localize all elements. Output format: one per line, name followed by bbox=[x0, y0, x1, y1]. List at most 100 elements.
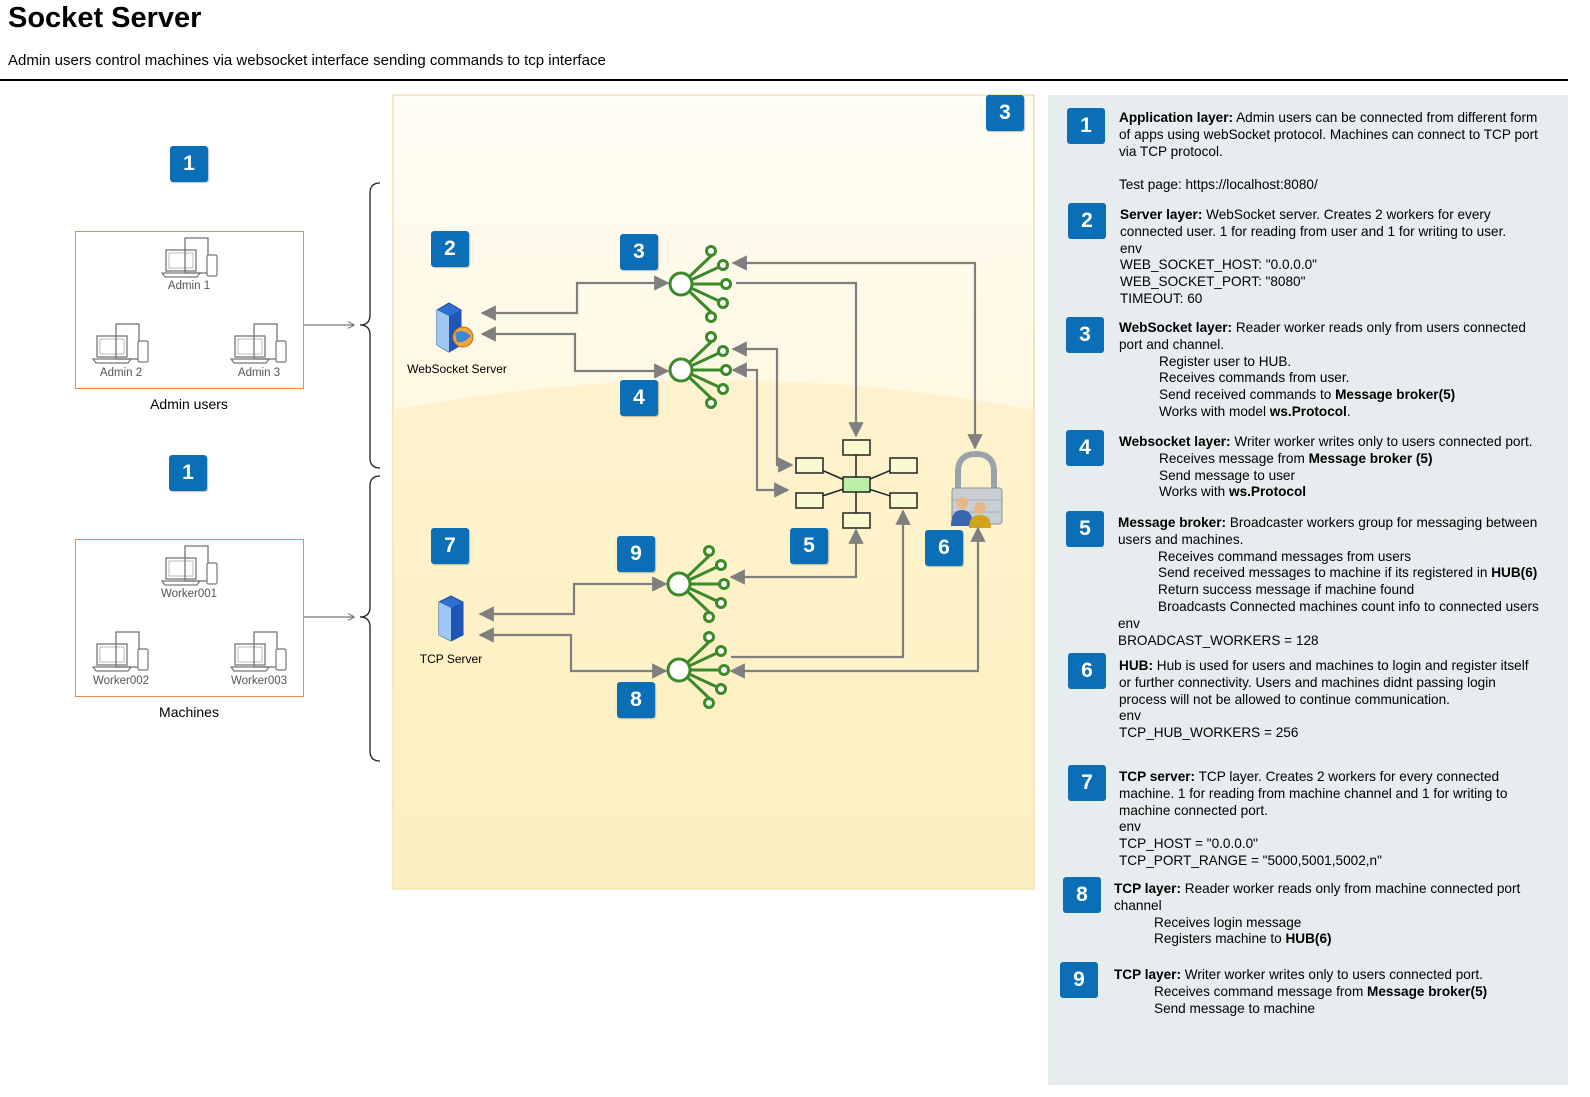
note-badge-9: 9 bbox=[1060, 962, 1098, 998]
badge-broker: 5 bbox=[790, 528, 828, 564]
device-label-worker001: Worker001 bbox=[160, 588, 218, 600]
note-line: TIMEOUT: 60 bbox=[1120, 291, 1555, 308]
note-text: Send received commands to bbox=[1159, 387, 1336, 403]
note-line: Server layer: WebSocket server. Creates … bbox=[1120, 207, 1555, 224]
note-line: machine connected port. bbox=[1119, 803, 1554, 820]
note-text: Register user to HUB. bbox=[1159, 353, 1292, 369]
websocket-server-icon bbox=[436, 302, 474, 353]
header-divider bbox=[0, 79, 1568, 81]
note-text: Works with model bbox=[1159, 403, 1270, 419]
note-line: Send received commands to Message broker… bbox=[1119, 387, 1554, 404]
note-text-5: Message broker: Broadcaster workers grou… bbox=[1118, 515, 1553, 649]
note-text: env bbox=[1118, 615, 1140, 631]
note-line: TCP server: TCP layer. Creates 2 workers… bbox=[1119, 769, 1554, 786]
device-label-worker002: Worker002 bbox=[92, 675, 150, 687]
note-bold-text: Application layer: bbox=[1119, 110, 1234, 125]
note-text: Registers machine to bbox=[1154, 931, 1286, 947]
note-badge-3: 3 bbox=[1066, 317, 1104, 353]
badge-hub: 6 bbox=[925, 530, 963, 566]
admin-users-group bbox=[75, 231, 304, 389]
badge-admins-layer: 1 bbox=[170, 146, 208, 182]
note-text-6: HUB: Hub is used for users and machines … bbox=[1119, 658, 1554, 742]
note-text: Admin users can be connected from differ… bbox=[1233, 110, 1538, 125]
device-label-admin-1: Admin 1 bbox=[167, 280, 211, 292]
note-badge-4: 4 bbox=[1066, 430, 1104, 466]
note-text: TCP_PORT_RANGE = "5000,5001,5002,n" bbox=[1119, 852, 1382, 868]
note-bold-text: HUB(6) bbox=[1491, 565, 1538, 581]
note-text: Receives command messages from users bbox=[1158, 548, 1412, 564]
note-text: process will not be allowed to continue … bbox=[1119, 691, 1450, 707]
note-text: WebSocket server. Creates 2 workers for … bbox=[1202, 207, 1491, 222]
note-bold-text: WebSocket layer: bbox=[1119, 320, 1233, 335]
note-text-1: Application layer: Admin users can be co… bbox=[1119, 110, 1554, 194]
note-line: channel bbox=[1114, 898, 1549, 915]
note-line: env bbox=[1119, 819, 1554, 836]
note-line: Send message to machine bbox=[1114, 1001, 1549, 1018]
page-subtitle: Admin users control machines via websock… bbox=[8, 52, 606, 69]
note-badge-7: 7 bbox=[1068, 765, 1106, 801]
note-line: TCP_HUB_WORKERS = 256 bbox=[1119, 725, 1554, 742]
notes-panel bbox=[1048, 95, 1568, 1085]
note-bold-text: HUB: bbox=[1119, 658, 1153, 673]
note-line: Broadcasts Connected machines count info… bbox=[1118, 599, 1553, 616]
note-bold-text: TCP layer: bbox=[1114, 967, 1181, 982]
note-badge-6: 6 bbox=[1068, 653, 1106, 689]
note-line: Receives login message bbox=[1114, 915, 1549, 932]
note-text: BROADCAST_WORKERS = 128 bbox=[1118, 632, 1319, 648]
websocket-server-label: WebSocket Server bbox=[407, 362, 507, 376]
note-text: users and machines. bbox=[1118, 531, 1244, 547]
badge-tcp-server: 7 bbox=[431, 528, 469, 564]
note-line: WebSocket layer: Reader worker reads onl… bbox=[1119, 320, 1554, 337]
note-text-8: TCP layer: Reader worker reads only from… bbox=[1114, 881, 1549, 948]
note-text: TCP_HOST = "0.0.0.0" bbox=[1119, 836, 1258, 852]
note-line: machine. 1 for reading from machine chan… bbox=[1119, 786, 1554, 803]
page-title: Socket Server bbox=[8, 2, 202, 34]
note-line: env bbox=[1119, 708, 1554, 725]
device-label-admin-3: Admin 3 bbox=[237, 367, 281, 379]
tcp-server-icon bbox=[438, 595, 464, 642]
note-text: Writer worker writes only to users conne… bbox=[1181, 967, 1483, 982]
note-text: Send message to machine bbox=[1154, 1000, 1315, 1016]
note-bold-text: ws.Protocol bbox=[1269, 403, 1347, 419]
machines-group bbox=[75, 539, 304, 697]
note-line: Receives commands from user. bbox=[1119, 370, 1554, 387]
note-line: Websocket layer: Writer worker writes on… bbox=[1119, 434, 1554, 451]
note-text: . bbox=[1346, 403, 1351, 419]
note-text: Send message to user bbox=[1159, 467, 1296, 483]
note-text: or further connectivity. Users and machi… bbox=[1119, 674, 1496, 690]
note-line: Registers machine to HUB(6) bbox=[1114, 931, 1549, 948]
note-text-3: WebSocket layer: Reader worker reads onl… bbox=[1119, 320, 1554, 421]
note-line: process will not be allowed to continue … bbox=[1119, 692, 1554, 709]
note-text: WEB_SOCKET_HOST: "0.0.0.0" bbox=[1120, 257, 1318, 273]
note-text: Reader worker reads only from machine co… bbox=[1181, 881, 1521, 896]
device-label-admin-2: Admin 2 bbox=[99, 367, 143, 379]
note-line: BROADCAST_WORKERS = 128 bbox=[1118, 633, 1553, 650]
note-badge-5: 5 bbox=[1066, 511, 1104, 547]
badge-ws-writer: 4 bbox=[620, 380, 658, 416]
note-bold-text: TCP layer: bbox=[1114, 881, 1181, 896]
note-text: machine connected port. bbox=[1119, 802, 1268, 818]
note-text: env bbox=[1119, 819, 1141, 835]
note-text: Receives message from bbox=[1159, 450, 1309, 466]
note-bold-text: Message broker(5) bbox=[1367, 983, 1488, 999]
note-text: Broadcaster workers group for messaging … bbox=[1226, 515, 1538, 530]
note-line: TCP layer: Reader worker reads only from… bbox=[1114, 881, 1549, 898]
note-line: Send message to user bbox=[1119, 468, 1554, 485]
note-line: TCP_HOST = "0.0.0.0" bbox=[1119, 836, 1554, 853]
note-text: TCP_HUB_WORKERS = 256 bbox=[1119, 725, 1299, 741]
note-line: env bbox=[1118, 616, 1553, 633]
note-text-4: Websocket layer: Writer worker writes on… bbox=[1119, 434, 1554, 501]
note-text-7: TCP server: TCP layer. Creates 2 workers… bbox=[1119, 769, 1554, 870]
note-line: Test page: https://localhost:8080/ bbox=[1119, 177, 1554, 194]
note-text: channel bbox=[1114, 897, 1162, 913]
note-text: port and channel. bbox=[1119, 336, 1225, 352]
note-line: Receives message from Message broker (5) bbox=[1119, 451, 1554, 468]
note-text: connected user. 1 for reading from user … bbox=[1120, 223, 1507, 239]
admin-brace bbox=[359, 182, 381, 469]
badge-ws-reader: 3 bbox=[620, 234, 658, 270]
note-line: Receives command messages from users bbox=[1118, 549, 1553, 566]
note-line: or further connectivity. Users and machi… bbox=[1119, 675, 1554, 692]
note-text: machine. 1 for reading from machine chan… bbox=[1119, 785, 1508, 801]
note-line: Send received messages to machine if its… bbox=[1118, 565, 1553, 582]
note-line: of apps using webSocket protocol. Machin… bbox=[1119, 127, 1554, 144]
